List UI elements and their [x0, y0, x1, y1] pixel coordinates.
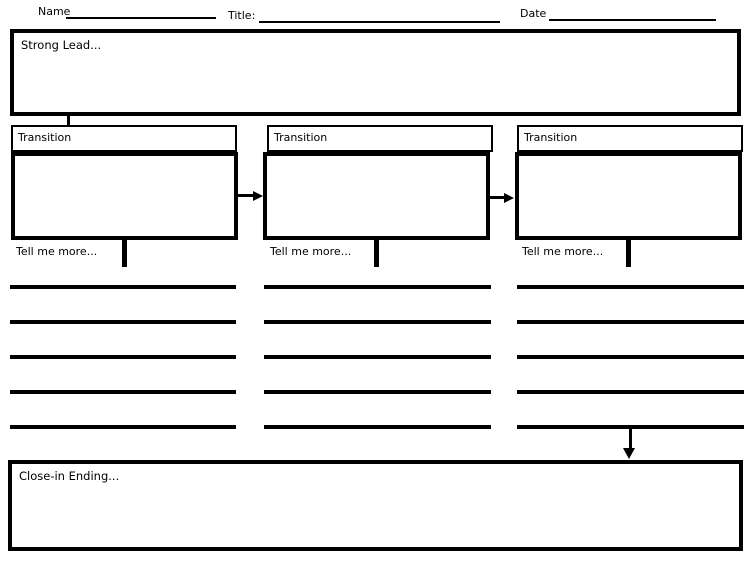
writing-line — [517, 390, 744, 394]
writing-line — [517, 425, 744, 429]
tell-me-more-label-1: Tell me more... — [16, 245, 98, 258]
event-box-1 — [11, 152, 238, 240]
transition-box-2: Transition — [267, 125, 493, 152]
name-blank-line — [66, 2, 216, 19]
closing-label: Close-in Ending... — [19, 469, 120, 483]
transition-label: Transition — [274, 131, 328, 144]
strong-lead-box: Strong Lead... — [10, 29, 741, 116]
transition-box-1: Transition — [11, 125, 237, 152]
connector-stub-2 — [374, 240, 379, 267]
connector-stub-1 — [122, 240, 127, 267]
writing-lines-2 — [264, 285, 491, 429]
name-label: Name — [38, 5, 71, 18]
writing-line — [517, 285, 744, 289]
writing-line — [264, 285, 491, 289]
title-label: Title: — [228, 9, 256, 22]
transition-box-3: Transition — [517, 125, 743, 152]
writing-line — [264, 390, 491, 394]
right-arrow-1-stem — [238, 194, 255, 197]
ending-down-arrow-stem — [629, 429, 632, 450]
writing-line — [264, 425, 491, 429]
strong-lead-label: Strong Lead... — [21, 38, 102, 52]
right-arrow-2-head — [504, 193, 514, 203]
transition-label: Transition — [524, 131, 578, 144]
event-box-2 — [263, 152, 490, 240]
ending-down-arrow-head — [623, 448, 635, 459]
writing-line — [10, 320, 236, 324]
closing-box: Close-in Ending... — [8, 460, 743, 551]
date-label: Date — [520, 7, 547, 20]
tell-me-more-label-3: Tell me more... — [522, 245, 604, 258]
writing-line — [264, 320, 491, 324]
connector-stub-3 — [626, 240, 631, 267]
event-box-3 — [515, 152, 742, 240]
writing-line — [10, 425, 236, 429]
right-arrow-2-stem — [490, 196, 506, 199]
title-blank-line — [259, 6, 500, 23]
writing-line — [10, 285, 236, 289]
date-blank-line — [549, 4, 716, 21]
writing-lines-1 — [10, 285, 236, 429]
tell-me-more-label-2: Tell me more... — [270, 245, 352, 258]
writing-lines-3 — [517, 285, 744, 429]
transition-label: Transition — [18, 131, 72, 144]
writing-line — [264, 355, 491, 359]
writing-line — [517, 355, 744, 359]
writing-line — [10, 355, 236, 359]
writing-line — [517, 320, 744, 324]
writing-line — [10, 390, 236, 394]
right-arrow-1-head — [253, 191, 263, 201]
